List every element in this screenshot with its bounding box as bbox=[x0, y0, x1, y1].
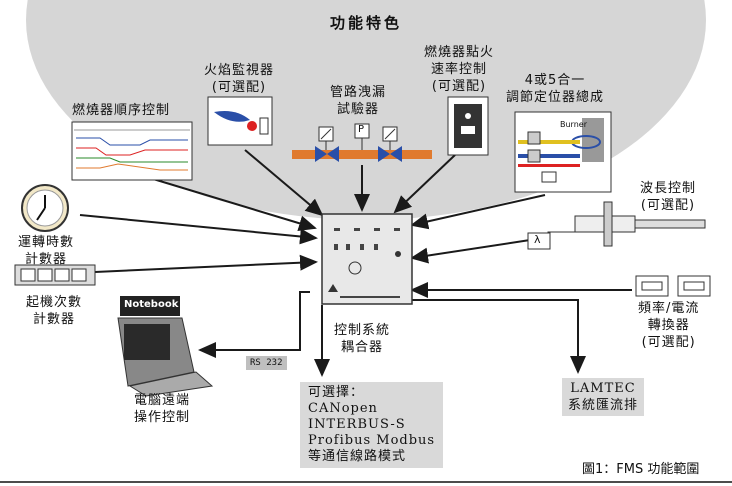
clock-icon bbox=[21, 184, 69, 232]
arrow-hours bbox=[79, 214, 318, 245]
options-line3: INTERBUS-S bbox=[308, 417, 406, 432]
label-freq-line2: 轉換器 bbox=[647, 318, 690, 333]
options-line2: CANopen bbox=[308, 401, 378, 416]
ignition-control-icon bbox=[447, 96, 489, 156]
label-flame-line2: (可選配) bbox=[211, 80, 267, 95]
notebook-label: Notebook bbox=[124, 299, 179, 310]
counter-icon bbox=[14, 264, 96, 286]
flame-monitor-icon bbox=[207, 96, 273, 146]
label-starts-line2: 計數器 bbox=[33, 312, 76, 327]
label-remote: 電腦遠端 操作控制 bbox=[134, 392, 190, 426]
lambda-symbol: λ bbox=[534, 233, 541, 246]
lambda-probe-icon bbox=[527, 201, 706, 250]
label-freq: 頻率/電流 轉換器 (可選配) bbox=[638, 300, 699, 351]
label-positioner: 4或5合一 調節定位器總成 bbox=[506, 72, 604, 106]
label-flame-line1: 火焰監視器 bbox=[204, 63, 275, 78]
arrow-positioner bbox=[410, 194, 546, 230]
label-ignition: 燃燒器點火 速率控制 (可選配) bbox=[424, 44, 494, 95]
label-lambda-line1: 波長控制 bbox=[640, 181, 697, 196]
rs232-tag: RS 232 bbox=[246, 356, 287, 370]
arrow-lambda bbox=[410, 239, 531, 264]
label-lambda-line2: (可選配) bbox=[640, 198, 696, 213]
options-line1: 可選擇： bbox=[308, 385, 365, 400]
freq-converter-icon bbox=[635, 275, 711, 297]
label-remote-line2: 操作控制 bbox=[134, 410, 191, 425]
lamtec-line2: 系統匯流排 bbox=[568, 398, 639, 413]
label-starts: 起機次數 計數器 bbox=[26, 294, 82, 328]
label-lambda: 波長控制 (可選配) bbox=[640, 180, 696, 214]
output-lines bbox=[198, 291, 586, 377]
page-title: 功能特色 bbox=[330, 14, 403, 32]
label-positioner-line1: 4或5合一 bbox=[524, 73, 586, 88]
label-leak: 管路洩漏 試驗器 bbox=[330, 84, 386, 118]
label-ignition-line2: 速率控制 bbox=[431, 62, 488, 77]
label-starts-line1: 起機次數 bbox=[26, 295, 83, 310]
options-box: 可選擇： CANopen INTERBUS-S Profibus Modbus … bbox=[300, 382, 444, 468]
label-positioner-line2: 調節定位器總成 bbox=[506, 90, 605, 105]
options-line5: 等通信線路模式 bbox=[308, 449, 407, 464]
label-leak-line2: 試驗器 bbox=[337, 102, 380, 117]
notebook-icon bbox=[117, 296, 214, 397]
controller-unit bbox=[321, 213, 413, 305]
figure-caption: 圖1：FMS 功能範圍 bbox=[582, 462, 700, 477]
label-flame: 火焰監視器 (可選配) bbox=[204, 62, 274, 96]
label-freq-line1: 頻率/電流 bbox=[638, 301, 700, 316]
label-remote-line1: 電腦遠端 bbox=[134, 393, 191, 408]
arrow-sequence bbox=[139, 174, 317, 232]
label-coupler: 控制系統 耦合器 bbox=[334, 322, 390, 356]
burner-label: Burner bbox=[560, 120, 587, 129]
label-ignition-line3: (可選配) bbox=[431, 79, 487, 94]
arrow-flame bbox=[244, 149, 324, 217]
lamtec-line1: LAMTEC bbox=[570, 381, 636, 396]
connector-arrows bbox=[79, 149, 632, 298]
arrow-ignition bbox=[393, 154, 456, 214]
leak-tester-icon bbox=[292, 123, 432, 162]
label-freq-line3: (可選配) bbox=[641, 335, 696, 350]
label-hours-line1: 運轉時數 bbox=[18, 235, 75, 250]
arrow-starts bbox=[94, 254, 318, 273]
output-rs232 bbox=[198, 291, 310, 358]
label-coupler-line1: 控制系統 bbox=[334, 323, 391, 338]
output-lamtec bbox=[412, 299, 586, 374]
label-hours-line2: 計數器 bbox=[25, 252, 68, 267]
label-ignition-line1: 燃燒器點火 bbox=[424, 45, 495, 60]
label-leak-line1: 管路洩漏 bbox=[330, 85, 387, 100]
positioner-icon bbox=[514, 111, 612, 193]
lamtec-box: LAMTEC 系統匯流排 bbox=[562, 378, 645, 416]
pressure-label: P bbox=[358, 124, 365, 135]
label-coupler-line2: 耦合器 bbox=[341, 340, 384, 355]
sequence-screen-icon bbox=[71, 121, 193, 181]
label-sequence: 燃燒器順序控制 bbox=[72, 103, 171, 118]
label-hours: 運轉時數 計數器 bbox=[18, 234, 74, 268]
options-line4: Profibus Modbus bbox=[308, 433, 436, 448]
